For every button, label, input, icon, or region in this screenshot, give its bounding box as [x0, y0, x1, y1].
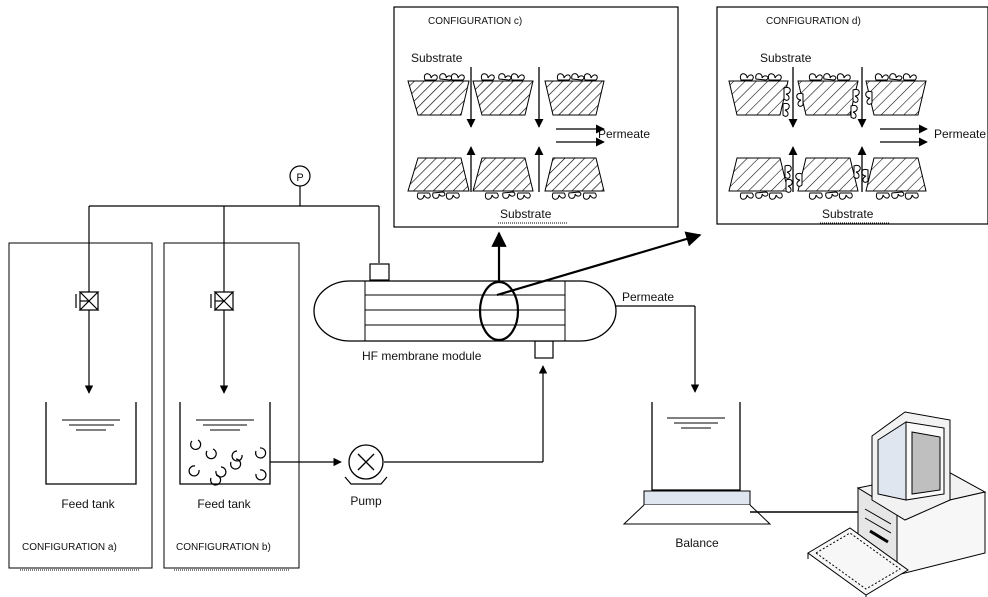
pressure-gauge-label: P: [296, 172, 303, 184]
config-d-panel: CONFIGURATION d) Substrate Substrate Per…: [716, 6, 988, 225]
feed-tank-a: Feed tank: [45, 402, 137, 511]
config-c-substrate-bottom: Substrate: [500, 207, 552, 221]
balance-label: Balance: [675, 536, 719, 550]
detail-arrows: [491, 231, 702, 297]
feed-tank-b-label: Feed tank: [197, 497, 251, 511]
config-d-substrate-bottom: Substrate: [822, 207, 874, 221]
config-a-label: CONFIGURATION a): [22, 542, 117, 553]
hf-module-label: HF membrane module: [362, 349, 482, 363]
permeate-line-label: Permeate: [622, 290, 674, 304]
enzyme-particles: [188, 439, 267, 486]
config-c-title: CONFIGURATION c): [428, 16, 522, 27]
return-piping: [84, 186, 380, 394]
feed-tank-a-label: Feed tank: [61, 497, 115, 511]
config-d-substrate-top: Substrate: [760, 51, 812, 65]
balance: Balance: [622, 402, 772, 550]
feed-tank-b: Feed tank: [179, 402, 271, 511]
feed-line: [270, 365, 548, 467]
config-c-substrate-top: Substrate: [411, 51, 463, 65]
permeate-line: [616, 305, 700, 393]
hf-membrane-module: HF membrane module: [313, 263, 617, 363]
valve-b: [210, 291, 235, 311]
config-b-label: CONFIGURATION b): [176, 542, 271, 553]
valve-a: [75, 291, 100, 311]
config-d-title: CONFIGURATION d): [766, 16, 861, 27]
config-b-panel: CONFIGURATION b): [163, 242, 300, 571]
pressure-gauge: P: [289, 165, 311, 187]
config-c-panel: CONFIGURATION c) Substrate Substrate Per…: [393, 6, 679, 228]
pump-label: Pump: [350, 494, 382, 508]
config-c-permeate: Permeate: [598, 127, 650, 141]
config-d-permeate: Permeate: [934, 127, 986, 141]
config-a-panel: CONFIGURATION a): [8, 242, 153, 571]
computer-icon: [807, 411, 987, 597]
pump: Pump: [344, 444, 388, 508]
